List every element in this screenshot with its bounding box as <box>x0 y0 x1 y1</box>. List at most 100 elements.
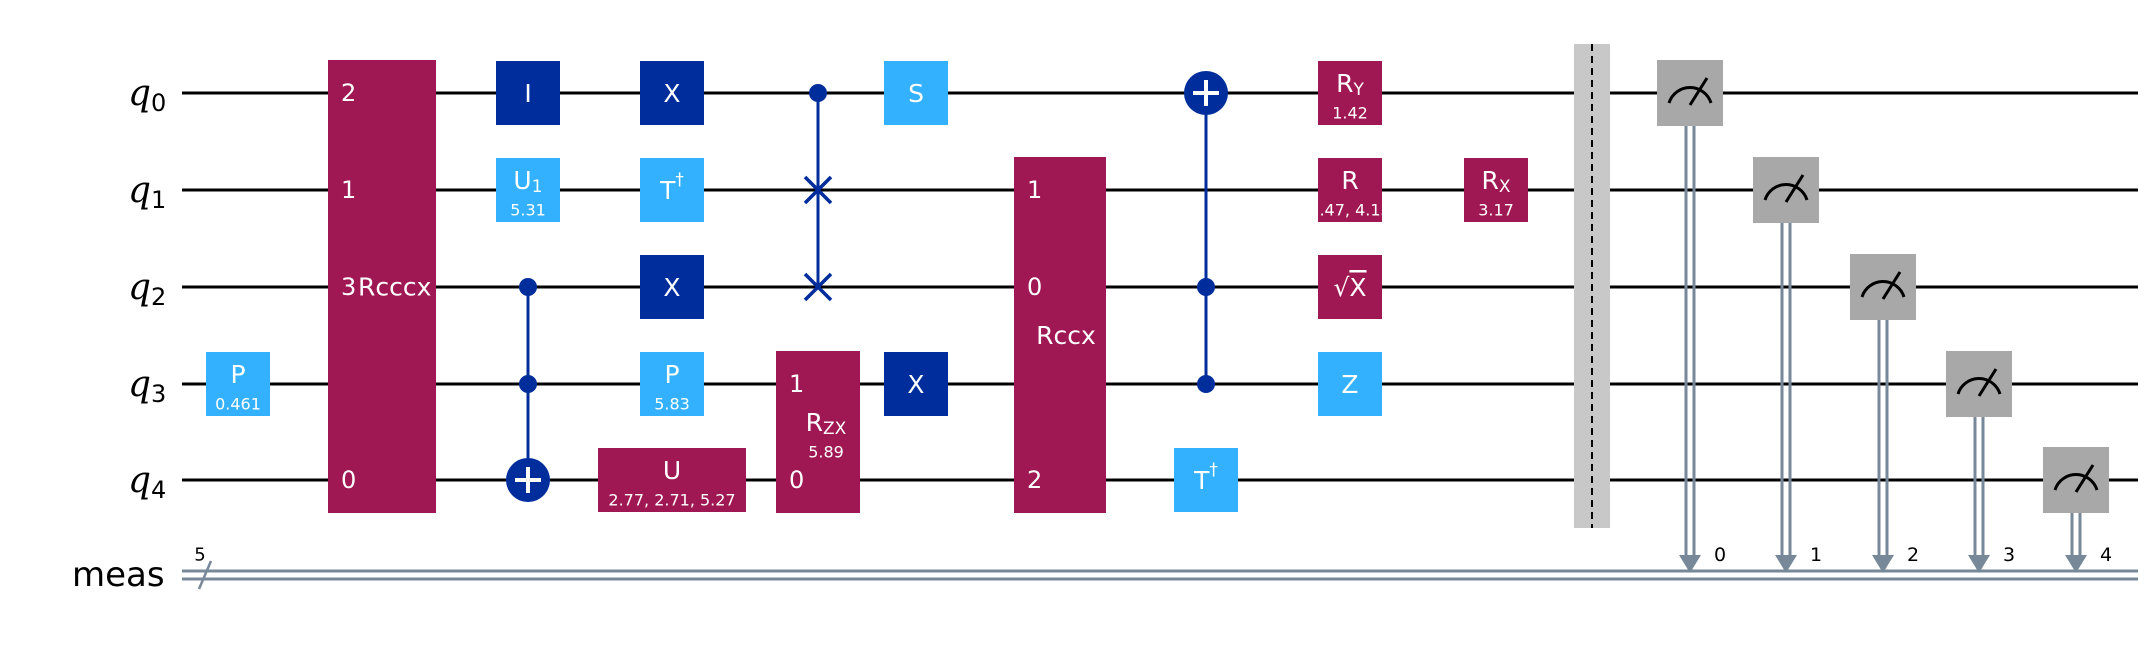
measure-arrow <box>1775 555 1797 573</box>
gate-box <box>1318 158 1382 222</box>
gate-label-params: 5.31 <box>510 201 546 220</box>
gate-pin-label: 1 <box>1027 176 1042 204</box>
gate-label: X <box>663 273 680 302</box>
gate-u1-q1: U1 5.31 <box>496 158 560 222</box>
qubit-label-q4: q4 <box>128 460 166 505</box>
gate-box <box>496 61 560 125</box>
gate-label: RZX <box>806 408 847 440</box>
gate-tdg-q4: T† <box>1174 448 1238 512</box>
gate-box <box>640 352 704 416</box>
gate-sx-q2: √X <box>1318 255 1382 319</box>
register-size-slash <box>197 560 213 590</box>
gate-label: Z <box>1341 370 1358 399</box>
gate-label: T† <box>1193 460 1218 495</box>
gate-box <box>884 352 948 416</box>
gate-label: X <box>663 79 680 108</box>
control-dot <box>1197 375 1215 393</box>
meter-icon <box>1763 183 1809 201</box>
gate-box <box>640 255 704 319</box>
gate-pin-label: 1 <box>341 176 356 204</box>
gate-box <box>1318 352 1382 416</box>
gate-label-params: 5.83 <box>654 395 690 414</box>
gate-p-q3b: P5.83 <box>640 352 704 416</box>
measure-arrow <box>2065 555 2087 573</box>
gate-pin-label: 3 <box>341 273 356 301</box>
gate-box <box>1014 157 1106 513</box>
measure-gate-q1: 1 <box>1753 157 1822 573</box>
swap-cross <box>803 175 833 205</box>
meter-needle <box>1688 77 1709 106</box>
gate-label: Rccx <box>1036 321 1096 350</box>
qubit-label-q3: q3 <box>128 364 166 409</box>
control-dot <box>1197 278 1215 296</box>
measure-gate-q0: 0 <box>1657 60 1726 573</box>
gate-box <box>1464 158 1528 222</box>
measure-gate-q3: 3 <box>1946 351 2015 573</box>
gate-p-q3: P 0.461 <box>206 352 270 416</box>
gate-box <box>776 351 860 513</box>
control-dot <box>809 84 827 102</box>
meter-needle <box>1977 368 1998 397</box>
gate-label: RX <box>1481 166 1510 198</box>
meter-needle <box>1881 271 1902 300</box>
control-dot <box>519 375 537 393</box>
gate-label: √X <box>1333 273 1366 302</box>
gate-box <box>206 352 270 416</box>
swap-cross <box>803 272 833 302</box>
gate-box <box>1174 448 1238 512</box>
gate-label-params: 3.17 <box>1478 201 1514 220</box>
gate-box <box>1318 255 1382 319</box>
meter-icon <box>2053 473 2099 491</box>
measure-gate-q2: 2 <box>1850 254 1919 573</box>
gate-label: S <box>908 79 924 108</box>
gate-ccx <box>506 278 550 502</box>
gate-cswap <box>803 84 833 302</box>
gate-label: U <box>663 456 681 485</box>
gate-box <box>884 61 948 125</box>
gate-rx-q1: RX 3.17 <box>1464 158 1528 222</box>
gate-x-q0: X <box>640 61 704 125</box>
gate-box <box>1318 61 1382 125</box>
measure-bit-label: 3 <box>2003 544 2015 566</box>
circuit-wires <box>182 91 2138 590</box>
measure-bit-label: 0 <box>1714 544 1726 566</box>
gate-label: RY <box>1336 69 1364 101</box>
gate-box <box>640 61 704 125</box>
gate-label: X <box>907 370 924 399</box>
gate-label-params: 5.89 <box>808 443 844 462</box>
measure-arrow <box>1679 555 1701 573</box>
gate-pin-label: 0 <box>789 466 804 494</box>
qubit-label-q1: q1 <box>128 170 166 215</box>
gate-u-q4: U2.77, 2.71, 5.27 <box>598 448 746 512</box>
gate-pin-label: 2 <box>341 79 356 107</box>
gate-label-params: 0.461 <box>215 395 261 414</box>
measure-bit-label: 1 <box>1810 544 1822 566</box>
measure-arrow <box>1872 555 1894 573</box>
gate-pin-label: 0 <box>341 466 356 494</box>
gate-label: P <box>230 360 245 389</box>
qubit-label-q2: q2 <box>128 267 166 312</box>
barrier <box>1574 44 1610 528</box>
gate-label: R <box>1341 166 1358 195</box>
meter-box <box>1753 157 1819 223</box>
gate-box <box>496 158 560 222</box>
meter-icon <box>1667 86 1713 104</box>
gate-label-params: 2.47, 4.15 <box>1309 201 1390 220</box>
meter-icon <box>1860 280 1906 298</box>
gate-label: U1 <box>513 166 542 198</box>
gate-box <box>640 158 704 222</box>
gate-r-q1: R 2.47, 4.15 <box>1309 158 1391 222</box>
measure-bit-label: 2 <box>1907 544 1919 566</box>
measure-arrow <box>1968 555 1990 573</box>
gate-tdg-q1: T† <box>640 158 704 222</box>
meter-box <box>1946 351 2012 417</box>
gate-x-q3: X <box>884 352 948 416</box>
gate-s-q0: S <box>884 61 948 125</box>
control-dot <box>519 278 537 296</box>
gate-label: T† <box>659 170 684 205</box>
